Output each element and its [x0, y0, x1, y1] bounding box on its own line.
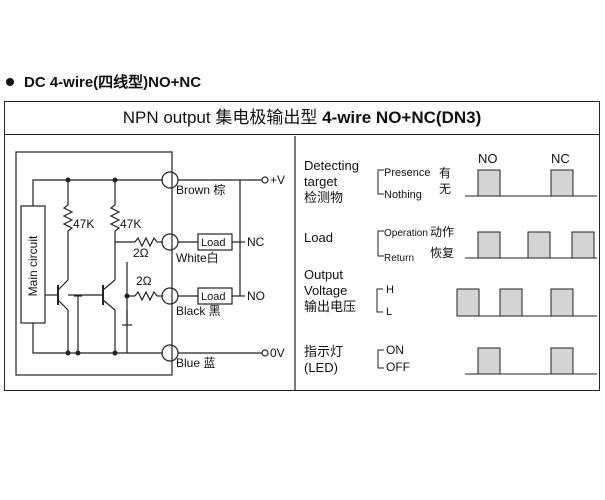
nc-label: NC	[247, 235, 265, 249]
detect-label-3: 检测物	[304, 190, 343, 205]
resistor-label-4: 2Ω	[136, 274, 152, 288]
blue-label: Blue 蓝	[176, 356, 215, 370]
title-light: NPN output 集电极输出型	[122, 108, 318, 127]
heading-text: DC 4-wire(四线型)NO+NC	[24, 74, 202, 91]
col-no-header: NO	[478, 151, 498, 166]
timing-brackets	[376, 169, 384, 369]
pulse-load-2	[527, 231, 551, 259]
detect-label-1: Detecting	[304, 158, 359, 173]
brown-label: Brown 棕	[176, 182, 225, 197]
terminal-black	[161, 287, 179, 305]
output-label-3: 输出电压	[304, 299, 356, 314]
return-label: Return	[384, 253, 414, 264]
pulse-load-3	[571, 231, 595, 259]
pulse-output-2	[499, 288, 523, 317]
resistor-2ohm-1	[134, 236, 158, 248]
resistor-label-3: 2Ω	[133, 246, 149, 260]
resistor-label-1: 47K	[73, 217, 94, 231]
detect-label-2: target	[304, 174, 338, 189]
output-label-2: Voltage	[304, 283, 347, 298]
diagram-title: NPN output 集电极输出型 4-wire NO+NC(DN3)	[4, 101, 600, 135]
l-label: L	[386, 306, 392, 318]
pulse-led-1	[477, 347, 501, 375]
pulse-load-1	[477, 231, 501, 259]
on-label: ON	[386, 343, 404, 357]
resistor-label-2: 47K	[120, 217, 141, 231]
operation-label: Operation	[384, 228, 428, 239]
load-row-label: Load	[304, 230, 333, 245]
pulse-output-3	[550, 288, 574, 317]
led-label-2: (LED)	[304, 360, 338, 375]
resistor-47k-1	[62, 204, 74, 232]
resistor-2ohm-2	[134, 290, 158, 302]
load-label-1: Load	[201, 237, 225, 249]
sensor-box	[15, 151, 173, 376]
pulse-output-1	[456, 288, 480, 317]
bullet-icon	[6, 77, 14, 86]
operation-cn: 动作	[430, 225, 454, 239]
black-label: Black 黑	[176, 304, 221, 318]
section-heading: DC 4-wire(四线型)NO+NC	[6, 71, 201, 92]
terminal-white	[161, 233, 179, 251]
timing-waveforms	[456, 169, 597, 375]
h-label: H	[386, 284, 394, 296]
junction-dots	[65, 177, 130, 356]
pulse-detect-2	[550, 169, 574, 197]
off-label: OFF	[386, 360, 410, 374]
circuit-lines	[15, 136, 296, 391]
led-label-1: 指示灯	[304, 344, 343, 359]
pulse-detect-1	[477, 169, 501, 197]
output-label-1: Output	[304, 267, 343, 282]
load-label-2: Load	[201, 291, 225, 303]
diagram-frame	[4, 101, 600, 391]
nothing-label: Nothing	[384, 189, 422, 201]
col-nc-header: NC	[551, 151, 570, 166]
top-rail	[32, 179, 163, 206]
bottom-rail	[32, 323, 163, 354]
presence-cn: 有	[439, 166, 451, 180]
resistor-47k-2	[109, 204, 121, 232]
main-circuit-label: Main circuit	[26, 235, 40, 296]
title-bold: 4-wire NO+NC(DN3)	[322, 108, 482, 127]
plus-v-label: +V	[270, 173, 285, 187]
return-cn: 恢复	[430, 246, 454, 260]
pulse-led-2	[550, 347, 574, 375]
no-label: NO	[247, 289, 265, 303]
zero-v-label: 0V	[270, 346, 285, 360]
presence-label: Presence	[384, 167, 430, 179]
nothing-cn: 无	[439, 182, 451, 196]
white-label: White白	[176, 250, 219, 265]
